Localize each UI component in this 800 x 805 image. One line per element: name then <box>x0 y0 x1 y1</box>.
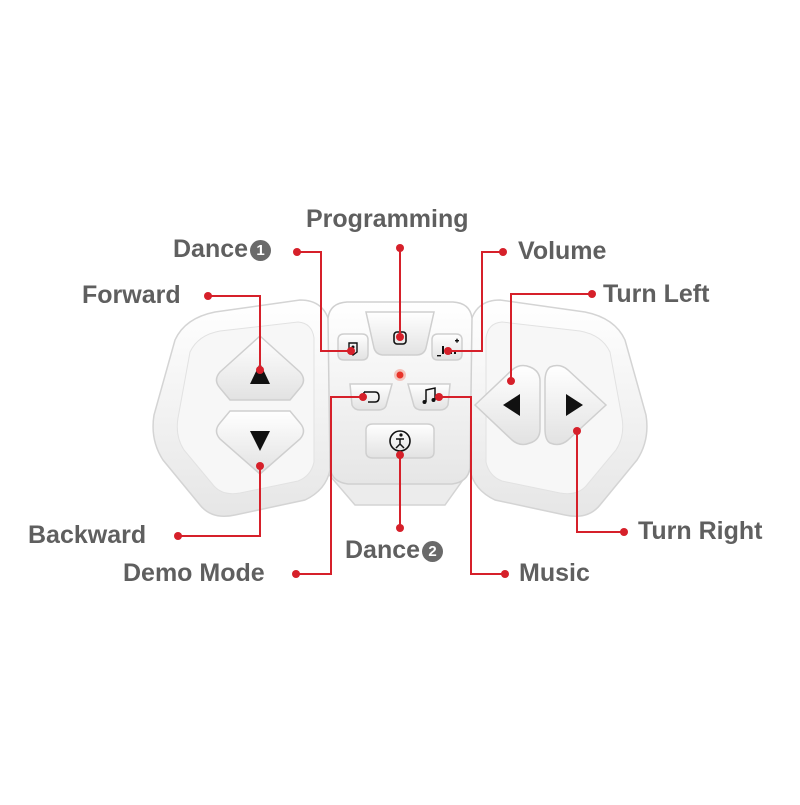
dance2-number-badge: 2 <box>422 541 444 562</box>
backward-label: Backward <box>28 521 147 549</box>
dance1-number-badge: 1 <box>250 240 272 261</box>
dance2-button[interactable] <box>365 423 435 459</box>
triangle-left-icon <box>503 394 520 416</box>
turn-right-label: Turn Right <box>638 517 763 545</box>
music-button[interactable] <box>407 383 451 411</box>
turn-right-button[interactable] <box>544 364 608 446</box>
turn-left-button[interactable] <box>473 364 541 446</box>
forward-label: Forward <box>82 281 181 309</box>
volume-button[interactable] <box>431 333 463 361</box>
status-led <box>394 369 406 381</box>
music-note-icon <box>422 387 436 404</box>
programming-label: Programming <box>306 205 469 233</box>
backward-button[interactable] <box>215 410 305 475</box>
triangle-right-icon <box>566 394 583 416</box>
turn-left-label: Turn Left <box>603 280 710 308</box>
dance1-button[interactable] <box>337 333 369 361</box>
music-label: Music <box>519 559 590 587</box>
volume-label: Volume <box>518 237 607 265</box>
callout-dots <box>174 244 628 578</box>
dance1-label-text: Dance <box>173 235 249 263</box>
demo-mode-label: Demo Mode <box>123 559 265 587</box>
triangle-down-icon <box>250 431 270 451</box>
dance2-label-text: Dance <box>345 536 421 564</box>
callout-lines <box>178 248 624 575</box>
